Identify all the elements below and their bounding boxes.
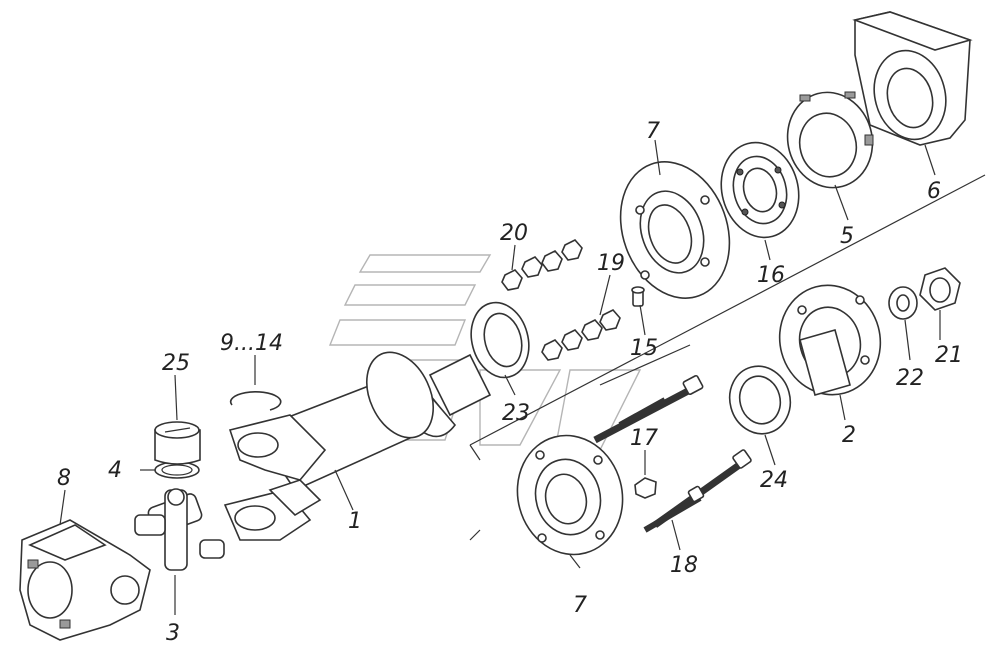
bolt-set-lower	[643, 449, 752, 533]
slotted-ring	[786, 91, 874, 189]
flange-seal	[728, 365, 792, 435]
label-part-4: 4	[108, 458, 122, 483]
label-part-18: 18	[670, 553, 698, 578]
label-part-9-14: 9...14	[220, 331, 283, 356]
label-part-15: 15	[630, 336, 658, 361]
label-part-24: 24	[760, 468, 788, 493]
drive-shaft-yoke	[223, 351, 492, 541]
label-part-1: 1	[348, 509, 362, 534]
companion-flange	[778, 284, 882, 396]
circlip	[229, 391, 282, 411]
ball-bearing	[720, 141, 800, 239]
label-part-19: 19	[597, 251, 625, 276]
nut-group-lower	[541, 309, 621, 361]
callout-labels: 1 2 3 4 5 6 7 7 8 9...14 15 16 17 18 19 …	[57, 119, 963, 646]
label-part-7-lower: 7	[573, 593, 587, 618]
bolt-set-upper	[593, 374, 704, 499]
label-part-25: 25	[162, 351, 190, 376]
needle-bearing-cup	[154, 421, 201, 465]
universal-joint-cross	[134, 488, 225, 571]
label-part-16: 16	[757, 263, 785, 288]
nut-group-upper	[501, 239, 583, 291]
label-part-2: 2	[842, 423, 856, 448]
washer	[888, 286, 918, 320]
label-part-22: 22	[896, 366, 924, 391]
flange-yoke	[19, 519, 151, 641]
shaft-seal	[470, 301, 530, 379]
label-part-23: 23	[502, 401, 530, 426]
bearing-housing-lower	[516, 434, 624, 556]
label-part-8: 8	[57, 466, 71, 491]
label-part-5: 5	[840, 224, 854, 249]
label-part-6: 6	[927, 179, 941, 204]
leader-lines	[59, 139, 941, 615]
flange-nut	[919, 267, 961, 311]
label-part-21: 21	[935, 343, 963, 368]
bearing-housing-upper	[619, 161, 731, 299]
grease-fitting	[631, 286, 645, 307]
label-part-7-upper: 7	[646, 119, 660, 144]
snap-ring-inner	[161, 464, 193, 476]
label-part-17: 17	[630, 426, 658, 451]
rubber-cushion	[852, 11, 973, 146]
label-part-20: 20	[500, 221, 528, 246]
label-part-3: 3	[166, 621, 180, 646]
assembly-axis-lines	[469, 174, 986, 541]
